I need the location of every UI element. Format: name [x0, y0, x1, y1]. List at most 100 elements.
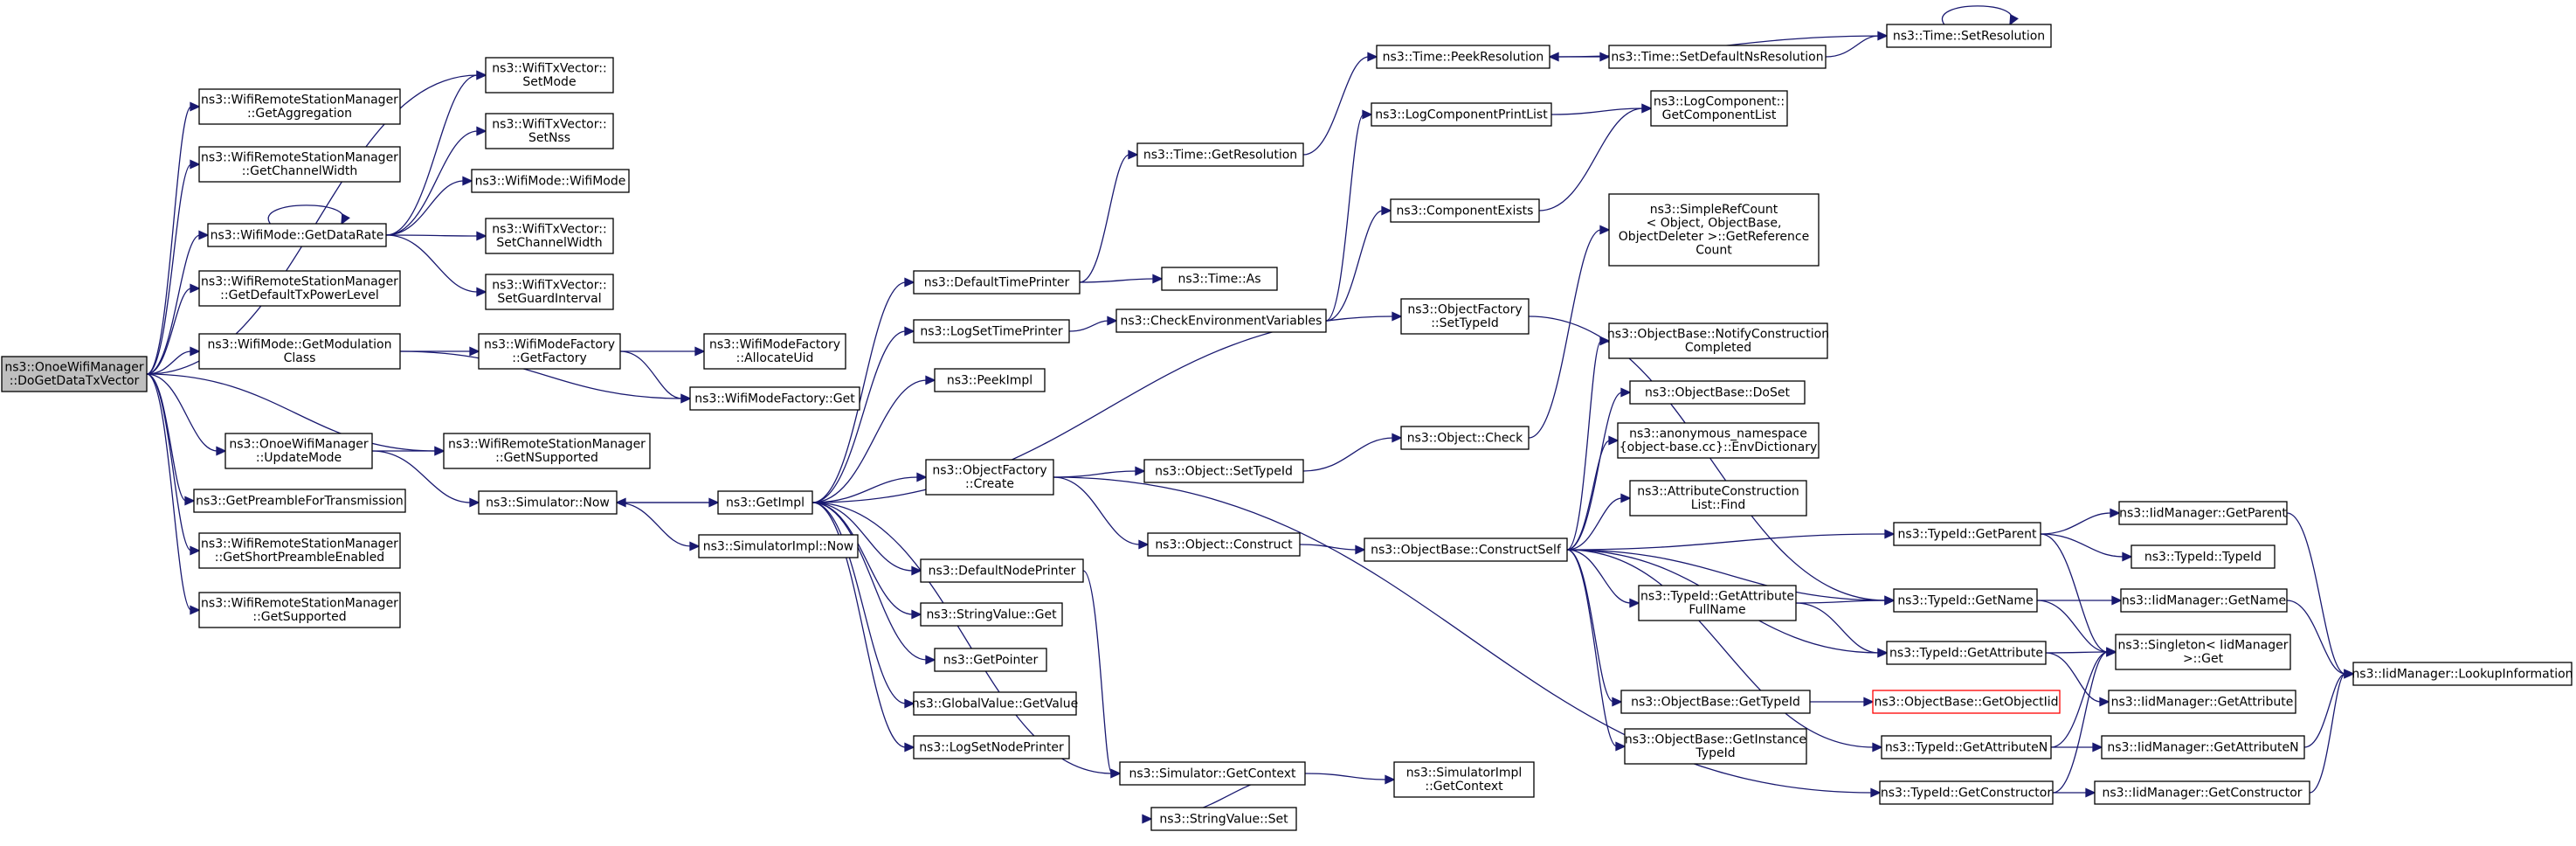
function-node-simple-ref-count[interactable]: ns3::SimpleRefCount< Object, ObjectBase,… — [1608, 193, 1820, 267]
function-node-iid-get-constructor[interactable]: ns3::IidManager::GetConstructor — [2094, 780, 2310, 805]
node-label: ns3::LogSetTimePrinter — [920, 324, 1063, 338]
call-edge-45 — [1053, 476, 1882, 798]
node-label: ns3::IidManager::GetAttributeN — [2107, 740, 2298, 754]
function-node-check-env[interactable]: ns3::CheckEnvironmentVariables — [1115, 309, 1327, 333]
function-node-string-value-set[interactable]: ns3::StringValue::Set — [1150, 807, 1297, 831]
function-node-component-exists[interactable]: ns3::ComponentExists — [1390, 198, 1540, 223]
node-box — [1608, 193, 1820, 267]
function-node-log-set-node-printer[interactable]: ns3::LogSetNodePrinter — [913, 735, 1070, 759]
function-node-tid-get-attribute[interactable]: ns3::TypeId::GetAttribute — [1886, 641, 2047, 665]
function-node-obj-check[interactable]: ns3::Object::Check — [1400, 426, 1530, 450]
function-node-wifi-mode-ctor[interactable]: ns3::WifiMode::WifiMode — [471, 169, 630, 193]
function-node-iid-get-name[interactable]: ns3::IidManager::GetName — [2120, 588, 2288, 613]
node-box — [2120, 588, 2288, 613]
function-node-tid-get-parent[interactable]: ns3::TypeId::GetParent — [1893, 522, 2041, 546]
call-edge-35 — [811, 311, 1403, 503]
call-edge-70 — [1795, 595, 1896, 606]
call-edge-0 — [146, 101, 201, 375]
function-node-set-channel-width[interactable]: ns3::WifiTxVector::SetChannelWidth — [485, 218, 614, 254]
function-node-update-mode[interactable]: ns3::OnoeWifiManager::UpdateMode — [224, 433, 373, 469]
function-node-sim-impl-now[interactable]: ns3::SimulatorImpl::Now — [698, 534, 859, 558]
function-node-get-n-supported[interactable]: ns3::WifiRemoteStationManager::GetNSuppo… — [443, 433, 651, 469]
node-box — [1400, 426, 1530, 450]
function-node-construct-self[interactable]: ns3::ObjectBase::ConstructSelf — [1364, 537, 1568, 562]
node-label: ns3::SimulatorImpl::Now — [703, 539, 854, 553]
function-node-get-short-preamble[interactable]: ns3::WifiRemoteStationManager::GetShortP… — [198, 532, 401, 569]
node-label: ::DoGetDataTxVector — [10, 374, 140, 388]
node-label: ObjectDeleter >::GetReference — [1619, 230, 1809, 244]
node-box — [934, 648, 1047, 672]
call-edge-86 — [2303, 669, 2355, 748]
node-label: Count — [1695, 244, 1732, 258]
call-edge-71 — [1795, 602, 1889, 658]
function-node-sim-get-context[interactable]: ns3::Simulator::GetContext — [1119, 761, 1306, 786]
node-label: TypeId — [1695, 746, 1735, 760]
function-node-get-preamble[interactable]: ns3::GetPreambleForTransmission — [193, 489, 406, 513]
function-node-obj-set-type-id[interactable]: ns3::Object::SetTypeId — [1143, 459, 1304, 483]
function-node-set-resolution[interactable]: ns3::Time::SetResolution — [1886, 24, 2052, 48]
node-box — [471, 169, 630, 193]
function-node-log-set-time-printer[interactable]: ns3::LogSetTimePrinter — [913, 319, 1070, 343]
call-edge-84 — [2286, 512, 2355, 679]
function-node-factory-get-factory[interactable]: ns3::WifiModeFactory::GetFactory — [478, 333, 621, 370]
function-node-time-as[interactable]: ns3::Time::As — [1161, 267, 1278, 291]
function-node-get-component-list[interactable]: ns3::LogComponent::GetComponentList — [1650, 90, 1788, 127]
function-node-time-get-resolution[interactable]: ns3::Time::GetResolution — [1136, 142, 1304, 167]
function-node-set-guard-interval[interactable]: ns3::WifiTxVector::SetGuardInterval — [485, 274, 614, 310]
function-node-set-nss[interactable]: ns3::WifiTxVector::SetNss — [485, 113, 614, 149]
function-node-get-supported[interactable]: ns3::WifiRemoteStationManager::GetSuppor… — [198, 592, 401, 628]
function-node-of-set-type-id[interactable]: ns3::ObjectFactory::SetTypeId — [1400, 298, 1530, 335]
function-node-global-value-get-value[interactable]: ns3::GlobalValue::GetValue — [912, 691, 1078, 716]
function-node-notify-construction[interactable]: ns3::ObjectBase::NotifyConstructionCompl… — [1607, 322, 1829, 359]
node-box — [703, 333, 846, 370]
node-label: ::GetSupported — [252, 610, 346, 624]
node-box — [198, 270, 401, 307]
function-node-tid-get-attribute-n[interactable]: ns3::TypeId::GetAttributeN — [1881, 735, 2052, 759]
call-edge-76 — [2037, 595, 2123, 606]
function-node-singleton-get[interactable]: ns3::Singleton< IidManager>::Get — [2115, 634, 2291, 670]
call-edge-9 — [146, 373, 201, 615]
function-node-get-data-rate[interactable]: ns3::WifiMode::GetDataRate — [207, 223, 387, 247]
function-node-factory-get[interactable]: ns3::WifiModeFactory::Get — [689, 386, 860, 411]
function-node-default-time-printer[interactable]: ns3::DefaultTimePrinter — [913, 270, 1081, 295]
function-node-tid-get-name[interactable]: ns3::TypeId::GetName — [1893, 588, 2038, 613]
function-node-get-channel-width[interactable]: ns3::WifiRemoteStationManager::GetChanne… — [198, 146, 401, 183]
node-box — [198, 532, 401, 569]
function-node-sim-impl-get-context[interactable]: ns3::SimulatorImpl::GetContext — [1393, 761, 1535, 798]
function-node-allocate-uid[interactable]: ns3::WifiModeFactory::AllocateUid — [703, 333, 846, 370]
function-node-iid-get-parent[interactable]: ns3::IidManager::GetParent — [2118, 501, 2288, 525]
node-label: ::AllocateUid — [736, 351, 814, 365]
function-node-of-create[interactable]: ns3::ObjectFactory::Create — [925, 459, 1054, 496]
function-node-string-value-get[interactable]: ns3::StringValue::Get — [920, 602, 1063, 627]
function-node-peek-resolution[interactable]: ns3::Time::PeekResolution — [1376, 45, 1550, 69]
function-node-get-object-iid[interactable]: ns3::ObjectBase::GetObjectIid — [1872, 690, 2061, 714]
function-node-set-mode[interactable]: ns3::WifiTxVector::SetMode — [485, 57, 614, 94]
function-node-do-set[interactable]: ns3::ObjectBase::DoSet — [1629, 380, 1806, 405]
call-edge-82 — [2052, 647, 2117, 794]
function-node-tid-get-constructor[interactable]: ns3::TypeId::GetConstructor — [1879, 780, 2054, 805]
function-node-get-aggregation[interactable]: ns3::WifiRemoteStationManager::GetAggreg… — [198, 88, 401, 125]
function-node-iid-get-attribute[interactable]: ns3::IidManager::GetAttribute — [2108, 690, 2296, 714]
function-node-obj-construct[interactable]: ns3::Object::Construct — [1147, 532, 1301, 557]
function-node-sim-now[interactable]: ns3::Simulator::Now — [478, 490, 618, 515]
node-label: ns3::IidManager::GetParent — [2119, 506, 2287, 520]
function-node-peek-impl[interactable]: ns3::PeekImpl — [934, 368, 1046, 392]
function-node-tid-type-id[interactable]: ns3::TypeId::TypeId — [2131, 544, 2276, 569]
node-label: ns3::CheckEnvironmentVariables — [1121, 314, 1323, 328]
function-node-set-default-ns-res[interactable]: ns3::Time::SetDefaultNsResolution — [1608, 45, 1827, 69]
function-node-root[interactable]: ns3::OnoeWifiManager::DoGetDataTxVector — [1, 356, 148, 392]
function-node-default-node-printer[interactable]: ns3::DefaultNodePrinter — [920, 558, 1084, 583]
node-box — [1136, 142, 1304, 167]
function-node-get-default-tx-power-level[interactable]: ns3::WifiRemoteStationManager::GetDefaul… — [198, 270, 401, 307]
function-node-get-pointer[interactable]: ns3::GetPointer — [934, 648, 1047, 672]
function-node-iid-get-attribute-n[interactable]: ns3::IidManager::GetAttributeN — [2101, 735, 2305, 759]
function-node-log-component-print-list[interactable]: ns3::LogComponentPrintList — [1371, 102, 1552, 127]
function-node-env-dictionary[interactable]: ns3::anonymous_namespace{object-base.cc}… — [1617, 422, 1820, 459]
function-node-lookup-info[interactable]: ns3::IidManager::LookupInformation — [2352, 662, 2573, 686]
function-node-get-impl[interactable]: ns3::GetImpl — [717, 490, 813, 515]
function-node-ob-get-type-id[interactable]: ns3::ObjectBase::GetTypeId — [1620, 690, 1811, 714]
